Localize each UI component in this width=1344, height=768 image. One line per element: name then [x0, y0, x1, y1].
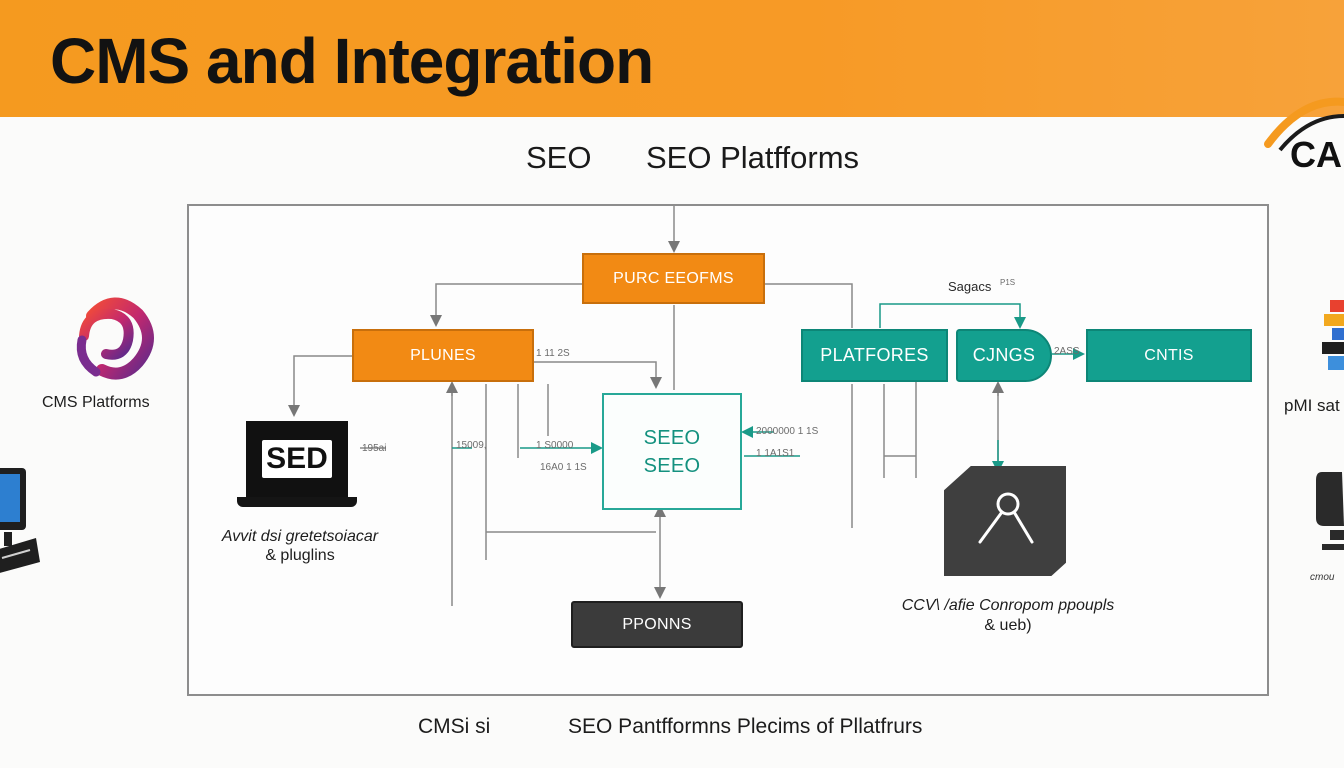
node-purc-eeofms[interactable]: PURC EEOFMS: [582, 253, 765, 304]
label-right-b: 1 1A1S1: [756, 448, 795, 459]
node-cjngs[interactable]: CJNGS: [956, 329, 1052, 382]
label-left-c: 1 S0000: [536, 440, 574, 451]
device-caption: cmou: [1310, 572, 1335, 583]
wrench-icon: [978, 492, 1034, 544]
partial-logo-arc-icon: [1264, 97, 1344, 152]
node-plunes[interactable]: PLUNES: [352, 329, 534, 382]
cms-logo-icon: [76, 297, 154, 380]
label-right-a: 2000000 1 1S: [756, 426, 819, 437]
cms-platforms-label: CMS Platforms: [42, 394, 150, 411]
header-banner: CMS and Integration: [0, 0, 1344, 117]
stacked-blocks-icon: [1322, 300, 1344, 370]
label-sagacs-sup: P1S: [1000, 278, 1016, 287]
laptop-base: [237, 497, 357, 507]
device-icon: [1316, 472, 1344, 550]
label-left-a: 195ai: [362, 443, 387, 454]
laptop-caption-line1: Avvit dsi gretetsoiacar: [221, 528, 379, 545]
node-platfores[interactable]: PLATFORES: [801, 329, 948, 382]
node-cntis[interactable]: CNTIS: [1086, 329, 1252, 382]
partial-logo-text: CA: [1290, 134, 1342, 175]
laptop-screen-text: SED: [262, 440, 332, 478]
right-edge-label: pMI sat: [1284, 396, 1340, 415]
laptop-caption-line2: & pluglins: [265, 547, 335, 564]
label-left-d: 16A0 1 1S: [540, 462, 587, 473]
tool-box: [944, 466, 1066, 576]
label-left-b: 15009,: [456, 440, 487, 451]
footer-left: CMSi si: [418, 715, 491, 738]
center-line-2: SEEO: [643, 454, 701, 477]
tool-caption-line1: CCV\ /afie Conropom ppoupls: [901, 597, 1115, 614]
subtitle-seo-platforms: SEO Platfforms: [646, 140, 860, 175]
label-cjngs-arrow: 2ASS: [1054, 346, 1080, 357]
laptop-icon: SED: [246, 421, 348, 497]
label-mid-top: 1 11 2S: [536, 348, 570, 359]
node-pponns[interactable]: PPONNS: [571, 601, 743, 648]
subtitle-seo: SEO: [526, 140, 592, 175]
page-title: CMS and Integration: [50, 25, 654, 97]
tool-caption-line2: & ueb): [984, 617, 1032, 634]
node-center-seeo[interactable]: SEEO SEEO: [602, 393, 742, 510]
footer-right: SEO Pantfformns Plecims of Pllatfrurs: [568, 715, 923, 738]
label-sagacs: Sagacs: [948, 279, 992, 294]
monitor-icon: [0, 468, 40, 573]
center-line-1: SEEO: [643, 426, 701, 449]
